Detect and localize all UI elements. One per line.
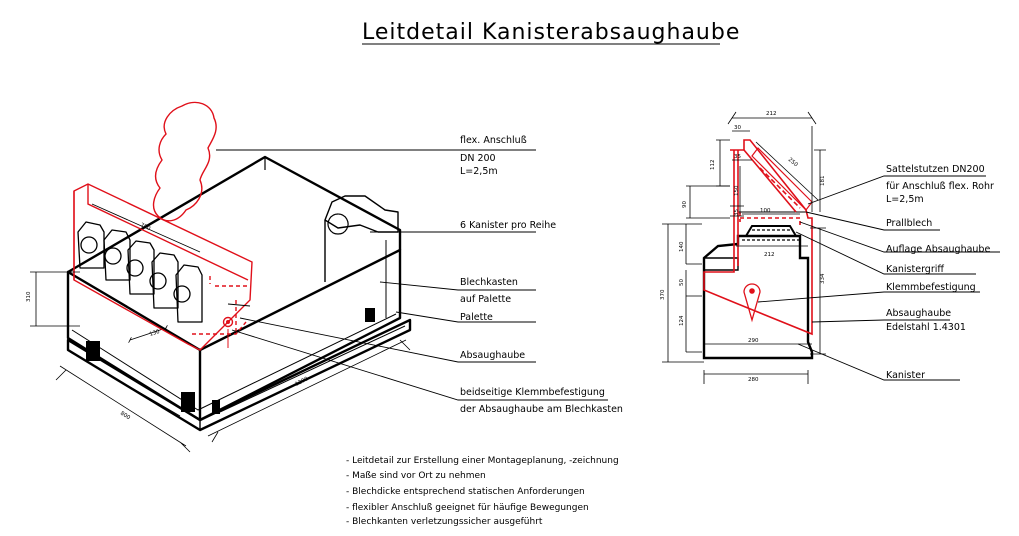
label-sattelstutzen: Sattelstutzen DN200 [886, 164, 985, 175]
dim-r-35b: 35 [734, 209, 740, 216]
note-item: - flexibler Anschluß geeignet für häufig… [346, 503, 589, 513]
absaughaube-hood [73, 101, 253, 351]
label-klemmbefestigung: Klemmbefestigung [886, 282, 976, 293]
label-auflage: Auflage Absaughaube [886, 244, 990, 255]
dim-r-334: 334 [820, 273, 826, 284]
section-dims [662, 111, 826, 384]
label-blechkasten: Blechkasten [460, 277, 518, 288]
label-prallblech: Prallblech [886, 218, 932, 229]
label-edelstahl: Edelstahl 1.4301 [886, 322, 966, 333]
dim-800: 800 [119, 411, 132, 422]
dim-r-212-top: 212 [766, 111, 777, 117]
label-auf-palette: auf Palette [460, 294, 511, 305]
section-hood [703, 139, 813, 336]
dim-130: 130 [149, 329, 161, 338]
dim-310-group [30, 271, 80, 327]
dim-bottom-group [55, 339, 411, 453]
dim-r-35a: 35 [734, 154, 741, 160]
section-drawing [702, 211, 814, 360]
label-absaughaube-right: Absaughaube [886, 308, 951, 319]
flex-hose [152, 101, 217, 222]
dim-r-30: 30 [734, 125, 741, 131]
dim-r-280: 280 [748, 377, 759, 383]
notes-list: - Leitdetail zur Erstellung einer Montag… [346, 456, 619, 527]
note-item: - Blechkanten verletzungssicher ausgefüh… [346, 517, 543, 527]
label-laenge-right: L=2,5m [886, 194, 924, 205]
dim-r-212-mid: 212 [764, 252, 775, 258]
dim-310: 310 [26, 291, 32, 302]
label-dn200: DN 200 [460, 153, 496, 164]
dim-r-140: 140 [679, 241, 685, 252]
dim-r-150: 150 [734, 185, 740, 196]
label-flex-anschluss: flex. Anschluß [460, 135, 527, 146]
dim-r-112: 112 [710, 160, 716, 171]
label-kanistergriff: Kanistergriff [886, 264, 944, 275]
dim-r-50: 50 [679, 279, 685, 286]
dim-1200: 1200 [294, 376, 310, 388]
label-laenge-left: L=2,5m [460, 166, 498, 177]
dim-r-124: 124 [679, 315, 685, 326]
label-absaughaube-left: Absaughaube [460, 350, 525, 361]
label-kanister-reihe: 6 Kanister pro Reihe [460, 220, 556, 231]
label-fuer-anschluss: für Anschluß flex. Rohr [886, 181, 994, 192]
note-item: - Leitdetail zur Erstellung einer Montag… [346, 456, 619, 466]
dim-r-100: 100 [760, 208, 771, 214]
label-klemm-2: der Absaughaube am Blechkasten [460, 404, 623, 415]
label-palette: Palette [460, 312, 493, 323]
dim-r-90: 90 [682, 201, 688, 208]
dim-790-line [91, 203, 201, 253]
left-leaders [216, 149, 608, 401]
iso-drawing [66, 155, 412, 432]
label-klemm-1: beidseitige Klemmbefestigung [460, 387, 605, 398]
page-title: Leitdetail Kanisterabsaughaube [362, 20, 740, 45]
note-item: - Maße sind vor Ort zu nehmen [346, 471, 486, 481]
dim-790: 790 [139, 222, 151, 232]
label-kanister: Kanister [886, 370, 925, 381]
dim-r-250: 250 [787, 157, 799, 169]
right-leaders [757, 175, 1000, 381]
dim-r-181: 181 [820, 176, 826, 187]
note-item: - Blechdicke entsprechend statischen Anf… [346, 487, 585, 497]
dim-r-370: 370 [660, 289, 666, 300]
dim-r-290: 290 [748, 338, 759, 344]
canister-back [324, 195, 399, 282]
canister-row [77, 221, 203, 323]
